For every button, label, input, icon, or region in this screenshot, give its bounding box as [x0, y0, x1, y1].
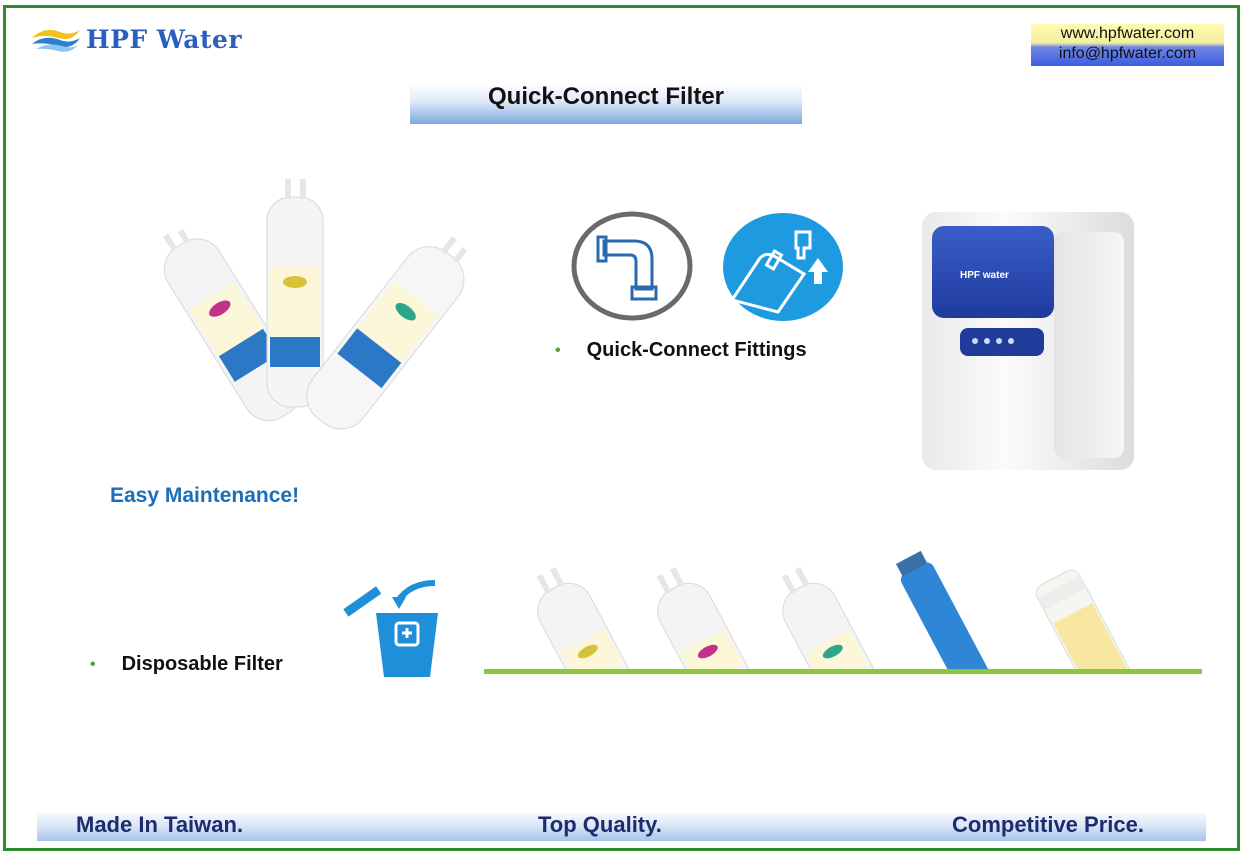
website-link[interactable]: www.hpfwater.com: [1060, 25, 1195, 42]
footer-made-in: Made In Taiwan.: [76, 812, 244, 837]
bullet-point: •: [555, 341, 561, 359]
elbow-fitting-icon: [571, 211, 693, 321]
email-link[interactable]: info@hpfwater.com: [1058, 45, 1197, 62]
easy-maintenance-caption: Easy Maintenance!: [110, 484, 300, 507]
page-frame: [3, 5, 1240, 851]
quick-connect-label: Quick-Connect Fittings: [586, 339, 807, 361]
bullet-point: •: [90, 655, 96, 673]
recycle-bin-icon: [343, 580, 438, 677]
page-title: Quick-Connect Filter: [410, 84, 802, 124]
logo-text: HPF Water: [86, 24, 243, 54]
footer-price: Competitive Price.: [952, 812, 1144, 837]
quick-connect-bullet: • Quick-Connect Fittings: [555, 339, 807, 362]
ro-unit-image: HPF water: [922, 212, 1140, 474]
footer-bar: [37, 813, 1206, 841]
contact-box: www.hpfwater.com info@hpfwater.com: [1031, 24, 1224, 66]
unit-brand-label: HPF water: [960, 270, 1009, 281]
filter-cartridges-image: [163, 179, 468, 430]
footer-quality: Top Quality.: [538, 812, 662, 837]
wave-logo-icon: [32, 30, 80, 52]
cartridge-connect-icon: [723, 213, 843, 321]
disposable-bullet: • Disposable Filter: [90, 653, 283, 676]
disposable-label: Disposable Filter: [121, 653, 283, 675]
brand-logo[interactable]: HPF Water: [30, 24, 242, 54]
filter-lineup-image: [484, 550, 1202, 674]
